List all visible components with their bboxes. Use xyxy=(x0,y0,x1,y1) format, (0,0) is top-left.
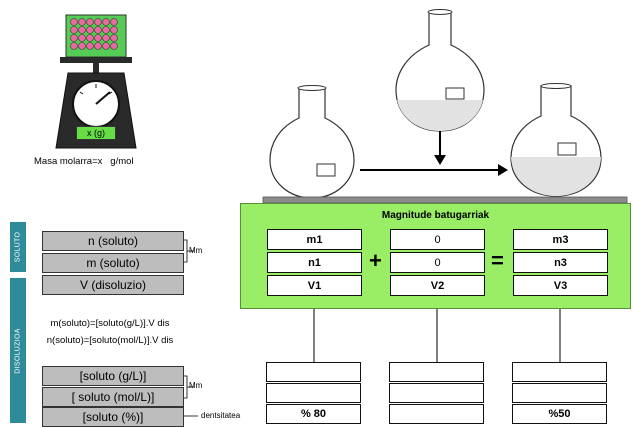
additive-magnitudes-panel: Magnitude batugarriak m1 n1 V1 + 0 0 V2 … xyxy=(240,203,631,309)
v3-cell: V3 xyxy=(513,275,608,296)
col2-box-2 xyxy=(389,383,484,403)
col1-box-2 xyxy=(266,383,361,403)
flask-right-icon xyxy=(510,83,602,197)
col1-box-1 xyxy=(266,362,361,382)
m-soluto-box: m (soluto) xyxy=(42,253,184,273)
equals-sign: = xyxy=(491,248,504,273)
col2-box-1 xyxy=(389,362,484,382)
solvent-mass-cell: 0 xyxy=(390,229,485,250)
dentsitatea-label: dentsitatea xyxy=(201,411,241,420)
col1-box-3: % 80 xyxy=(266,404,361,424)
formula-n: n(soluto)=[soluto(mol/L)].V dis xyxy=(46,335,174,346)
n1-cell: n1 xyxy=(267,252,362,273)
v-disoluzio-box: V (disoluzio) xyxy=(42,275,184,295)
down-arrow-icon xyxy=(434,131,446,165)
col2-box-3 xyxy=(389,404,484,424)
m3-cell: m3 xyxy=(513,229,608,250)
col3-box-3: %50 xyxy=(512,404,607,424)
mm-top-label: Mm xyxy=(189,246,203,255)
conc-pct-box: [soluto (%)] xyxy=(42,407,184,427)
scale-display: x (g) xyxy=(76,126,116,140)
col3-box-2 xyxy=(512,383,607,403)
soluto-tag: SOLUTO xyxy=(10,222,26,272)
v2-cell: V2 xyxy=(390,275,485,296)
right-arrow-icon xyxy=(360,164,508,176)
scale-display-label: x (g) xyxy=(87,128,105,138)
flask-top-icon xyxy=(395,9,485,132)
n-soluto-box: n (soluto) xyxy=(42,231,184,251)
formula-m: m(soluto)=[soluto(g/L)].V dis xyxy=(50,318,170,329)
mm-bottom-label: Mm xyxy=(189,381,203,390)
col3-box-1 xyxy=(512,362,607,382)
flask-left-icon xyxy=(269,85,355,199)
molar-mass-label: Masa molarra=x g/mol xyxy=(34,156,134,167)
disoluzioa-tag: DISOLUZIOA xyxy=(10,278,26,423)
panel-title: Magnitude batugarriak xyxy=(381,210,490,221)
conc-gl-box: [soluto (g/L)] xyxy=(42,366,184,386)
v1-cell: V1 xyxy=(267,275,362,296)
solvent-moles-cell: 0 xyxy=(390,252,485,273)
mm-brackets xyxy=(184,239,198,417)
conc-moll-box: [ soluto (mol/L)] xyxy=(42,387,184,407)
plus-sign: + xyxy=(369,248,382,273)
n3-cell: n3 xyxy=(513,252,608,273)
m1-cell: m1 xyxy=(267,229,362,250)
